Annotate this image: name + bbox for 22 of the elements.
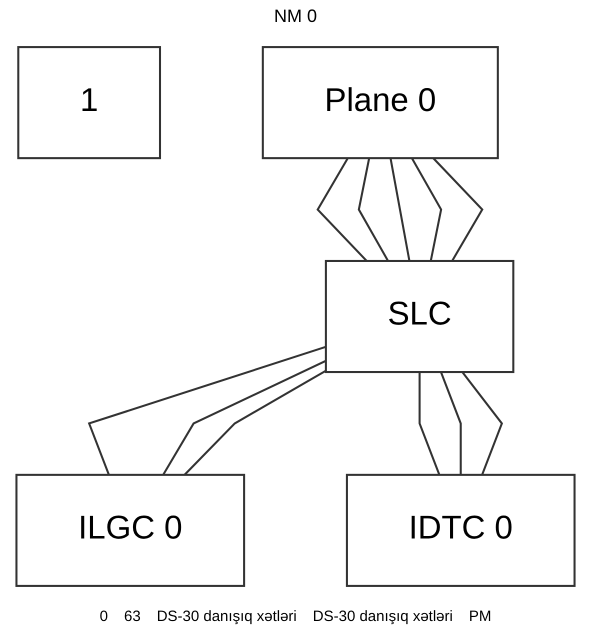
node-box: SLC [324,260,514,374]
connector [390,158,410,262]
node-box: Plane 0 [262,46,499,160]
label-text: DS-30 danışıq xətləri [156,608,297,625]
label-text: NM 0 [274,6,317,26]
label-text: 63 [124,608,141,625]
connector [418,372,440,476]
label-text: PM [468,608,492,625]
connector [411,158,442,262]
connector [462,371,504,476]
label-text: DS-30 danışıq xətləri [312,608,453,625]
connector [184,370,326,476]
node-box: IDTC 0 [346,474,576,587]
connector [358,158,389,262]
connector [440,372,462,475]
connector [162,360,326,476]
label-text: 0 [100,608,108,625]
connector [432,157,484,262]
node-box: ILGC 0 [15,474,246,587]
connector [316,158,368,262]
node-box: 1 [17,46,162,160]
connector [88,346,326,476]
